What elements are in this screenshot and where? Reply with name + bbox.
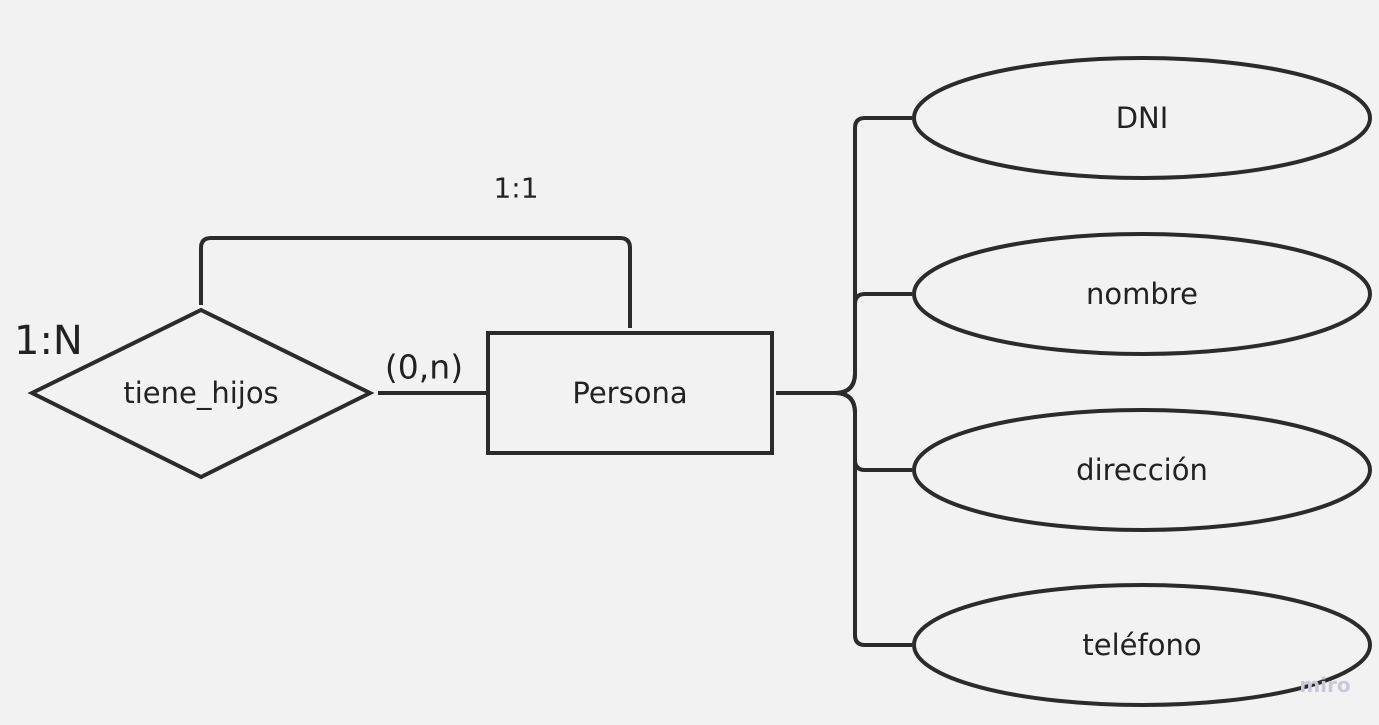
self-link-cardinality: 1:1	[493, 172, 538, 205]
relationship-label: tiene_hijos	[123, 376, 278, 410]
attribute-label-dni: DNI	[1116, 101, 1169, 135]
entity-box[interactable]	[486, 331, 774, 455]
entity-label: Persona	[572, 376, 687, 410]
attribute-connector[interactable]	[776, 116, 912, 647]
relationship-diamond[interactable]	[27, 307, 375, 480]
participation-label: (0,n)	[385, 348, 463, 387]
self-link-line[interactable]	[199, 236, 632, 328]
miro-watermark: miro	[1299, 673, 1350, 697]
cardinality-1-to-n: 1:N	[14, 318, 83, 364]
attribute-label-direccion: dirección	[1076, 453, 1208, 487]
attribute-label-telefono: teléfono	[1082, 628, 1201, 662]
attribute-label-nombre: nombre	[1086, 277, 1198, 311]
attribute-ellipse-dni[interactable]	[912, 56, 1372, 180]
attribute-ellipse-telefono[interactable]	[912, 583, 1372, 707]
attribute-ellipse-nombre[interactable]	[912, 232, 1372, 356]
attribute-ellipse-direccion[interactable]	[912, 408, 1372, 532]
